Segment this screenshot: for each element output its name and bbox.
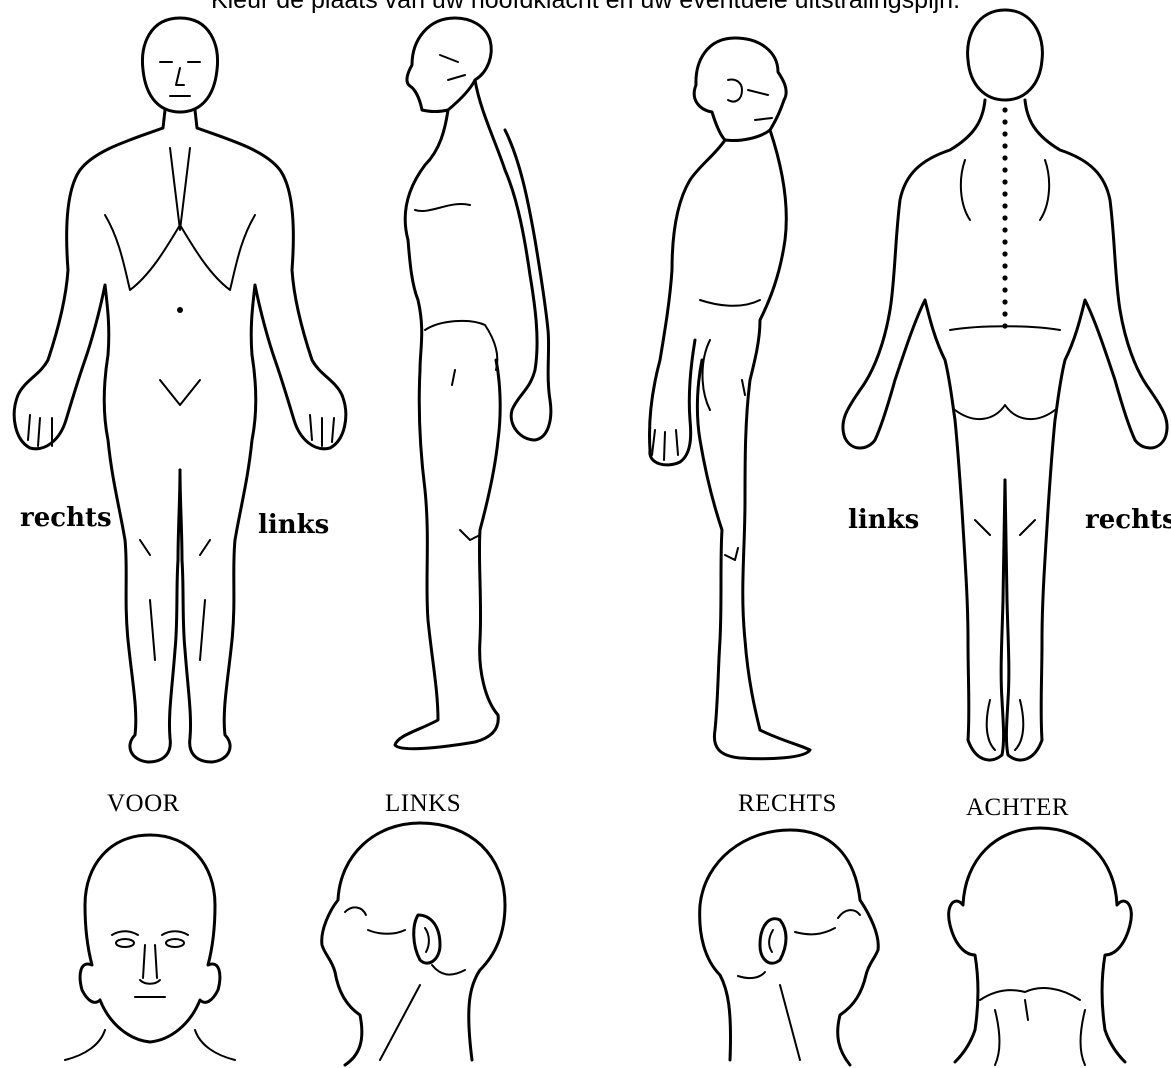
spine-dots (1002, 107, 1007, 328)
back-left-label: links (848, 505, 919, 535)
head-back-label: ACHTER (966, 794, 1069, 822)
back-right-label: rechts (1085, 505, 1171, 535)
head-right-figure[interactable] (700, 830, 879, 1065)
front-left-label: links (258, 510, 329, 540)
left-side-body-figure[interactable] (395, 18, 551, 749)
head-back-figure[interactable] (949, 828, 1132, 1065)
head-right-label: RECHTS (738, 790, 837, 818)
right-side-body-figure[interactable] (649, 38, 810, 759)
head-left-figure[interactable] (322, 823, 505, 1065)
front-body-figure[interactable] (14, 18, 346, 762)
front-right-label: rechts (20, 503, 112, 533)
head-front-label: VOOR (107, 790, 180, 818)
head-front-figure[interactable] (65, 835, 235, 1060)
head-left-label: LINKS (385, 790, 461, 818)
